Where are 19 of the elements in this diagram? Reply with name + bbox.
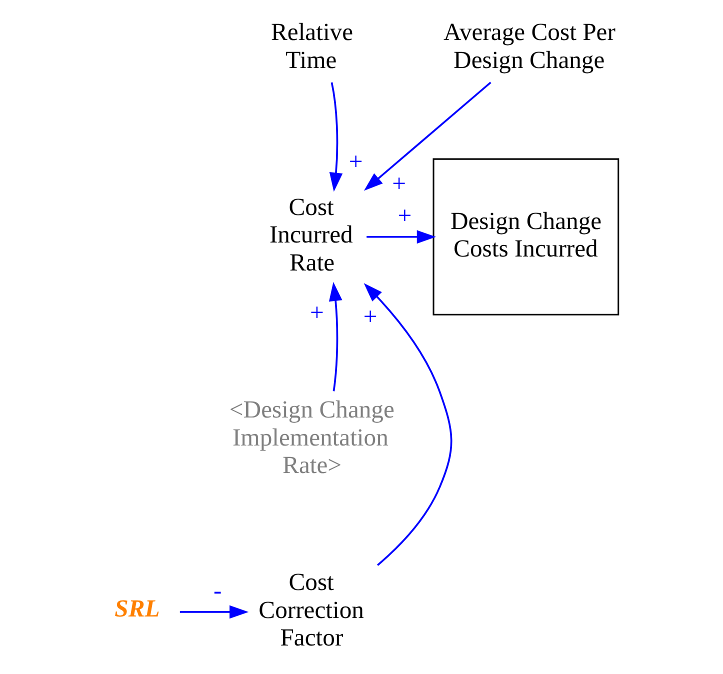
arrow (364, 283, 452, 566)
arrow (328, 282, 342, 392)
edge-label: - (213, 577, 222, 604)
arrow (329, 82, 343, 192)
node-box: Design Change Costs Incurred (432, 158, 620, 316)
node-text: Relative Time (271, 19, 354, 74)
edge-label: + (310, 299, 324, 326)
node-text: <Design Change Implementation Rate> (229, 396, 394, 480)
arrow (180, 605, 249, 619)
edge-label: + (398, 202, 412, 230)
node-text: Cost Correction Factor (258, 569, 364, 652)
edge-label: + (348, 148, 363, 176)
node-text: SRL (114, 595, 160, 622)
edge-label: + (363, 303, 378, 330)
edge-label: + (392, 170, 406, 198)
node-text: Cost Incurred Rate (269, 194, 353, 276)
arrow (364, 82, 492, 191)
node-text: Average Cost Per Design Change (444, 19, 616, 74)
arrow (366, 230, 436, 244)
